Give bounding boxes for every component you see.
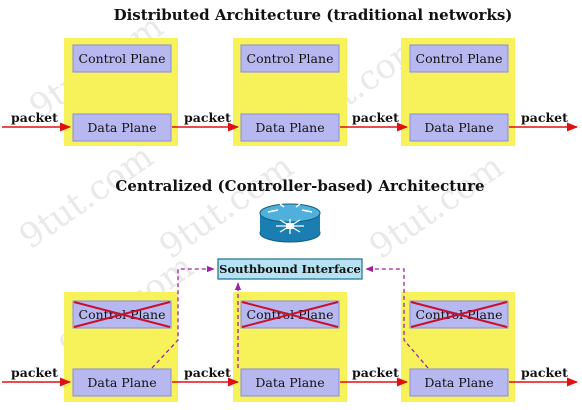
control-plane-box <box>409 44 509 73</box>
data-plane-label: Data Plane <box>255 375 324 390</box>
centralized-box-3: Control Plane Data Plane <box>401 292 515 402</box>
data-plane-box <box>240 113 340 142</box>
control-plane-box <box>240 44 340 73</box>
packet-label: packet <box>11 365 58 380</box>
southbound-links <box>151 265 429 369</box>
control-plane-label: Control Plane <box>247 51 334 66</box>
data-plane-label: Data Plane <box>424 375 493 390</box>
distributed-box-2: Control Plane Data Plane <box>233 38 347 146</box>
distributed-box-3: Control Plane Data Plane <box>401 38 515 146</box>
centralized-box-1: Control Plane Data Plane <box>64 292 178 402</box>
distributed-box-1: Control Plane Data Plane <box>64 38 178 146</box>
packet-label: packet <box>352 110 399 125</box>
southbound-link <box>151 265 215 369</box>
control-plane-label: Control Plane <box>416 51 503 66</box>
data-plane-box <box>72 368 172 397</box>
southbound-interface-box <box>217 258 363 280</box>
cross-mark <box>410 301 508 328</box>
data-plane-box <box>409 113 509 142</box>
distributed-title: Distributed Architecture (traditional ne… <box>114 6 513 24</box>
southbound-interface-label: Southbound Interface <box>219 262 361 276</box>
data-plane-box <box>409 368 509 397</box>
router-controller-icon <box>259 203 321 243</box>
cross-mark <box>241 301 339 328</box>
packet-label: packet <box>352 365 399 380</box>
data-plane-box <box>72 113 172 142</box>
centralized-box-2: Control Plane Data Plane <box>233 292 347 402</box>
data-plane-label: Data Plane <box>87 375 156 390</box>
control-plane-label: Control Plane <box>79 51 166 66</box>
packet-label: packet <box>184 110 231 125</box>
watermark: 9tut.com <box>362 147 511 268</box>
data-plane-label: Data Plane <box>424 120 493 135</box>
packet-label: packet <box>521 365 568 380</box>
data-plane-box <box>240 368 340 397</box>
packet-label: packet <box>184 365 231 380</box>
control-plane-box <box>72 44 172 73</box>
packet-label: packet <box>11 110 58 125</box>
watermark: 9tut.com <box>12 137 161 258</box>
centralized-title: Centralized (Controller-based) Architect… <box>115 177 484 195</box>
data-plane-label: Data Plane <box>255 120 324 135</box>
southbound-link <box>365 265 429 369</box>
cross-mark <box>73 301 171 328</box>
data-plane-label: Data Plane <box>87 120 156 135</box>
packet-label: packet <box>521 110 568 125</box>
